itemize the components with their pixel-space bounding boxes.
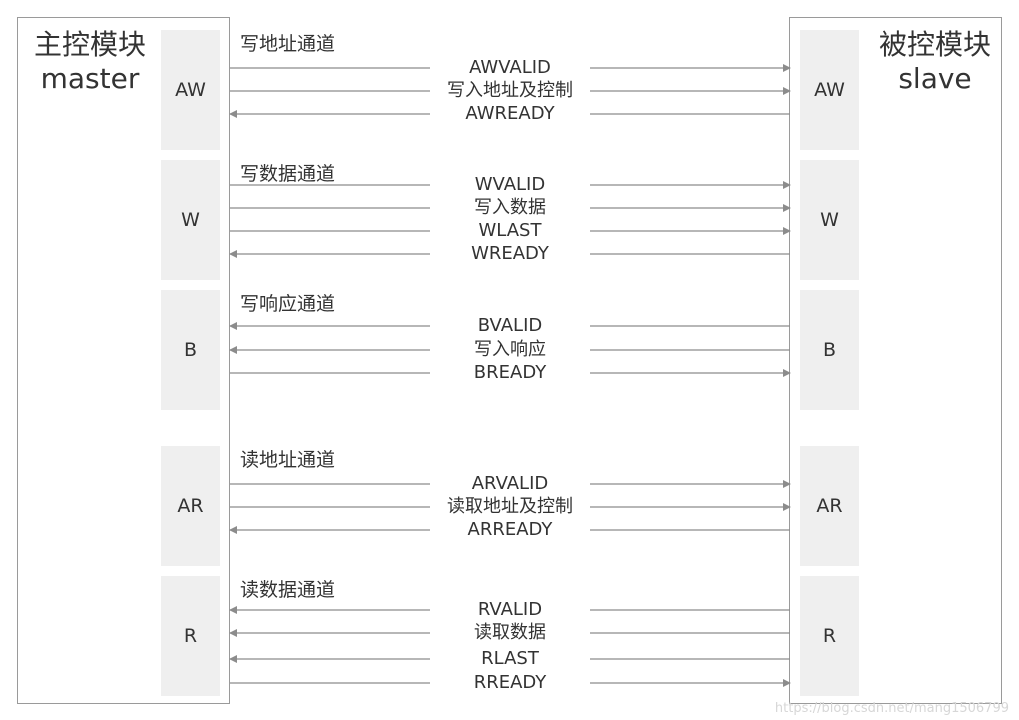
signal-label-ar-1: 读取地址及控制 — [447, 496, 573, 517]
signal-label-b-1: 写入响应 — [474, 339, 546, 360]
slave-channel-b: B — [800, 290, 859, 410]
channel-name-r: 读数据通道 — [240, 579, 336, 601]
slave-title-cn: 被控模块 — [878, 28, 991, 61]
slave-channel-w: W — [800, 160, 859, 280]
master-channel-w: W — [161, 160, 220, 280]
channel-name-ar: 读地址通道 — [240, 449, 336, 471]
signal-label-ar-2: ARREADY — [467, 519, 553, 540]
signal-label-r-1: 读取数据 — [474, 622, 546, 643]
master-channel-b: B — [161, 290, 220, 410]
signal-label-b-0: BVALID — [477, 315, 543, 336]
signal-label-aw-2: AWREADY — [465, 103, 555, 124]
signal-label-ar-0: ARVALID — [471, 473, 549, 494]
master-title-en: master — [40, 62, 140, 95]
watermark: https://blog.csdn.net/mang1506799 — [774, 701, 1009, 716]
channel-name-b: 写响应通道 — [240, 293, 336, 315]
signal-label-b-2: BREADY — [473, 362, 547, 383]
signal-label-r-3: RREADY — [473, 672, 547, 693]
master-channel-ar: AR — [161, 446, 220, 566]
channel-name-w: 写数据通道 — [240, 163, 336, 185]
signal-label-r-2: RLAST — [481, 648, 539, 669]
slave-channel-r: R — [800, 576, 859, 696]
signal-label-aw-0: AWVALID — [469, 57, 551, 78]
signal-label-r-0: RVALID — [477, 599, 543, 620]
channel-name-aw: 写地址通道 — [240, 33, 336, 55]
signal-label-w-2: WLAST — [478, 220, 542, 241]
signal-label-aw-1: 写入地址及控制 — [447, 80, 573, 101]
signal-label-w-0: WVALID — [474, 174, 546, 195]
master-channel-aw: AW — [161, 30, 220, 150]
slave-channel-ar: AR — [800, 446, 859, 566]
signal-label-w-3: WREADY — [471, 243, 549, 264]
signal-label-w-1: 写入数据 — [474, 197, 546, 218]
slave-title-en: slave — [898, 62, 972, 95]
master-title-cn: 主控模块 — [33, 28, 146, 61]
master-channel-r: R — [161, 576, 220, 696]
slave-channel-aw: AW — [800, 30, 859, 150]
